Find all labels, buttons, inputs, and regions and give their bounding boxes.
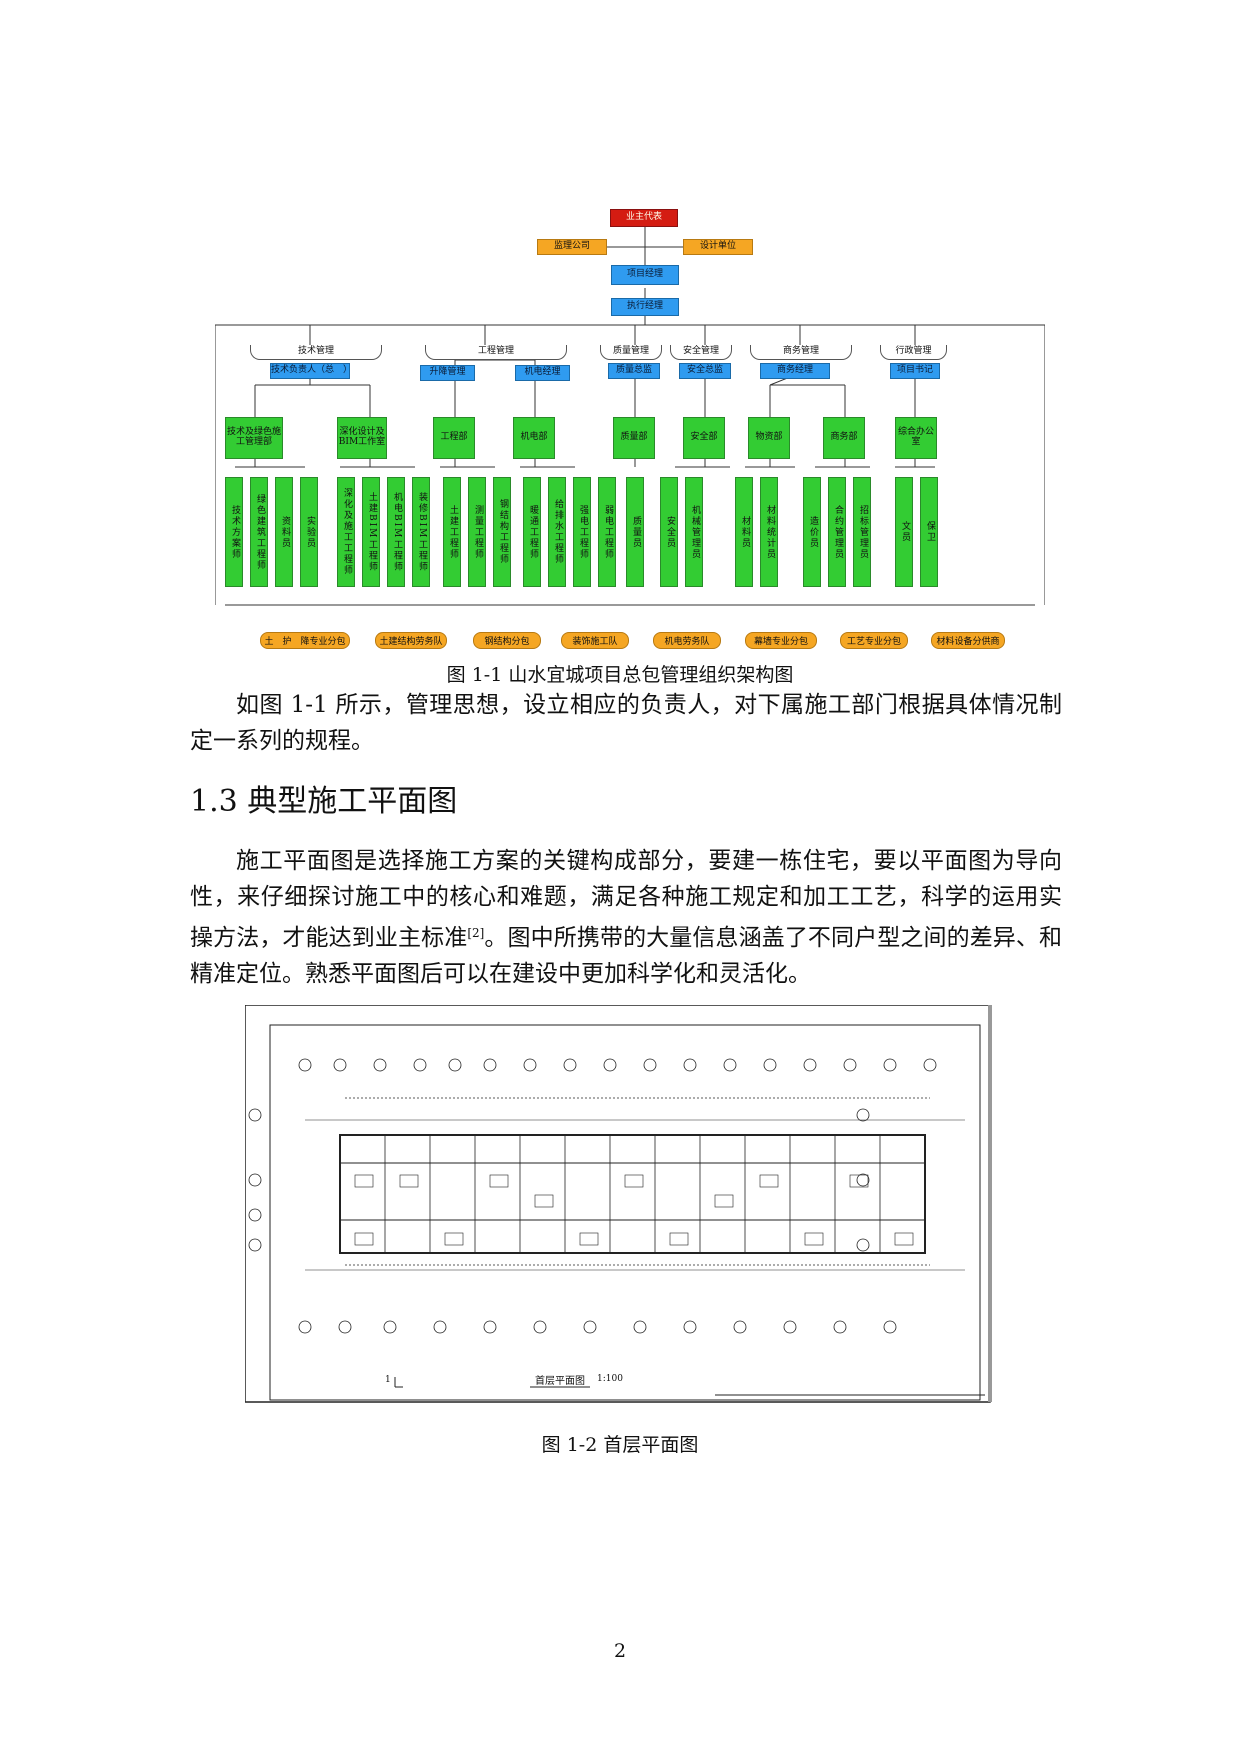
plan-marker: 1 xyxy=(385,1375,391,1385)
org-subcontractor: 材料设备分供商 xyxy=(931,632,1005,649)
org-dept: 商务部 xyxy=(823,417,865,459)
org-manager: 机电经理 xyxy=(515,365,570,381)
org-manager: 升降管理 xyxy=(420,365,475,381)
org-staff: 绿色建筑工程师 xyxy=(250,477,268,587)
org-group: 质量管理 xyxy=(600,345,662,360)
org-chart: 业主代表 监理公司 设计单位 项目经理 执行经理 技术管理 工程管理 质量管理 … xyxy=(215,205,1045,655)
org-staff: 材料统计员 xyxy=(760,477,778,587)
org-staff: 造价员 xyxy=(803,477,821,587)
org-subcontractor: 土 护 降专业分包 xyxy=(260,632,350,649)
org-staff: 土建BIM工程师 xyxy=(362,477,380,587)
org-manager: 质量总监 xyxy=(608,363,660,379)
plan-scale: 1:100 xyxy=(597,1374,623,1384)
org-staff: 机械管理员 xyxy=(685,477,703,587)
org-staff: 技术方案师 xyxy=(225,477,243,587)
org-subcontractor: 装饰施工队 xyxy=(561,632,629,649)
org-group: 技术管理 xyxy=(250,345,382,360)
org-staff: 文员 xyxy=(895,477,913,587)
org-manager: 项目书记 xyxy=(890,363,940,379)
org-staff: 材料员 xyxy=(735,477,753,587)
org-staff: 实验员 xyxy=(300,477,318,587)
org-partner: 设计单位 xyxy=(683,239,753,255)
plan-title: 首层平面图 xyxy=(535,1376,585,1387)
org-staff: 暖通工程师 xyxy=(523,477,541,587)
org-manager: 商务经理 xyxy=(760,363,830,379)
org-manager: 安全总监 xyxy=(679,363,731,379)
page-number: 2 xyxy=(613,1640,627,1662)
org-supervisor: 监理公司 xyxy=(537,239,607,255)
org-staff: 深化及施工工程师 xyxy=(337,477,355,587)
org-dept: 技术及绿色施工管理部 xyxy=(225,417,283,459)
org-manager: 技术负责人（总 ） xyxy=(270,363,352,379)
org-dept: 深化设计及BIM工作室 xyxy=(337,417,387,459)
org-subcontractor: 土建结构劳务队 xyxy=(375,632,447,649)
org-dept: 质量部 xyxy=(613,417,655,459)
floor-plan-drawing xyxy=(244,1004,992,1403)
org-staff: 钢结构工程师 xyxy=(493,477,511,587)
org-exec: 执行经理 xyxy=(611,298,679,316)
paragraph-text: 施工平面图是选择施工方案的关键构成部分，要建一栋住宅，要以平面图为导向性，来仔细… xyxy=(190,848,1062,951)
org-group: 商务管理 xyxy=(750,345,852,360)
paragraph: 如图 1-1 所示，管理思想，设立相应的负责人，对下属施工部门根据具体情况制定一… xyxy=(190,692,1062,754)
org-staff: 质量员 xyxy=(626,477,644,587)
org-staff: 安全员 xyxy=(660,477,678,587)
org-staff: 测量工程师 xyxy=(468,477,486,587)
citation: [2] xyxy=(467,926,485,940)
org-pm: 项目经理 xyxy=(611,265,679,285)
org-group: 安全管理 xyxy=(670,345,732,360)
org-staff: 招标管理员 xyxy=(853,477,871,587)
figure-caption: 图 1-2 首层平面图 xyxy=(541,1434,699,1456)
org-staff: 机电BIM工程师 xyxy=(387,477,405,587)
org-staff: 资料员 xyxy=(275,477,293,587)
org-subcontractor: 钢结构分包 xyxy=(473,632,541,649)
org-group: 工程管理 xyxy=(425,345,567,360)
org-staff: 合约管理员 xyxy=(828,477,846,587)
org-top: 业主代表 xyxy=(610,209,678,227)
org-connectors xyxy=(215,227,1045,606)
org-dept: 物资部 xyxy=(748,417,790,459)
org-staff: 强电工程师 xyxy=(573,477,591,587)
org-staff: 装修BIM工程师 xyxy=(412,477,430,587)
org-subcontractor: 幕墙专业分包 xyxy=(745,632,817,649)
org-staff: 保卫 xyxy=(920,477,938,587)
section-heading: 1.3 典型施工平面图 xyxy=(190,784,458,819)
org-subcontractor: 机电劳务队 xyxy=(653,632,721,649)
org-staff: 给排水工程师 xyxy=(548,477,566,587)
floor-plan-figure: 1 首层平面图 1:100 xyxy=(244,1004,995,1405)
org-dept: 综合办公室 xyxy=(895,417,937,459)
org-staff: 弱电工程师 xyxy=(598,477,616,587)
org-staff: 土建工程师 xyxy=(443,477,461,587)
paragraph-text: 。图中所携带的大量信息涵盖了不同户型之间的差异、和精准定位。熟悉平面图后可以在建… xyxy=(190,925,1063,987)
org-group: 行政管理 xyxy=(880,345,947,360)
org-dept: 工程部 xyxy=(433,417,475,459)
org-dept: 机电部 xyxy=(513,417,555,459)
figure-caption: 图 1-1 山水宜城项目总包管理组织架构图 xyxy=(446,664,794,686)
paragraph: 施工平面图是选择施工方案的关键构成部分，要建一栋住宅，要以平面图为导向性，来仔细… xyxy=(190,843,1062,992)
org-subcontractor: 工艺专业分包 xyxy=(840,632,908,649)
org-dept: 安全部 xyxy=(683,417,725,459)
